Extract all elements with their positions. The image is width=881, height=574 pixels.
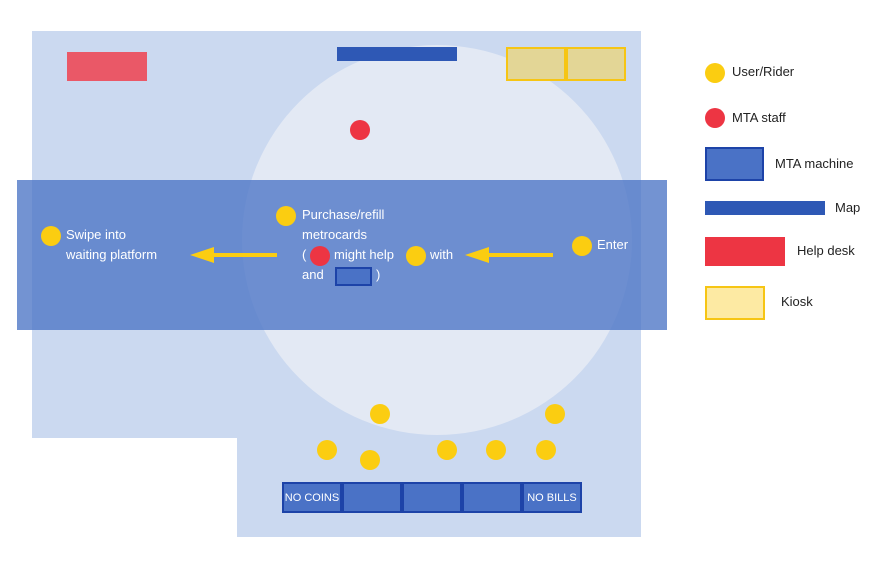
- mta-machine-icon: [335, 267, 372, 286]
- flow-band: [17, 180, 667, 330]
- legend-map-label: Map: [835, 200, 861, 215]
- legend-staff-label: MTA staff: [732, 110, 786, 125]
- legend-staff-swatch: [705, 108, 725, 128]
- swipe-label-line1: Swipe into: [66, 227, 126, 242]
- user-dot: [317, 440, 337, 460]
- user-dot: [486, 440, 506, 460]
- map: [337, 47, 457, 61]
- swipe-label-line2: waiting platform: [66, 247, 158, 262]
- user-dot: [437, 440, 457, 460]
- legend-machine-swatch: [705, 147, 764, 181]
- user-dot: [536, 440, 556, 460]
- arrow-purchase-to-swipe: [190, 247, 277, 263]
- help-desk: [67, 52, 147, 81]
- legend-kiosk-label: Kiosk: [781, 294, 813, 309]
- mta-staff-dot: [310, 246, 330, 266]
- purchase-label-line1: Purchase/refill: [302, 207, 385, 222]
- user-dot: [406, 246, 426, 266]
- help-and-label: and: [302, 267, 324, 282]
- help-with-label: with: [430, 247, 454, 262]
- legend-user-swatch: [705, 63, 725, 83]
- mta-staff-dot: [350, 120, 370, 140]
- enter-label: Enter: [597, 237, 629, 252]
- user-dot: [572, 236, 592, 256]
- legend-help-desk-swatch: [705, 237, 785, 266]
- purchase-label-line2: metrocards: [302, 227, 368, 242]
- mta-machine: [402, 482, 462, 513]
- legend-machine-label: MTA machine: [775, 156, 854, 171]
- user-dot: [41, 226, 61, 246]
- help-might-label: might help: [334, 247, 394, 262]
- help-open-paren: (: [302, 247, 307, 262]
- kiosk: [566, 47, 626, 81]
- mta-machine: [342, 482, 402, 513]
- legend-map-swatch: [705, 201, 825, 215]
- kiosk: [506, 47, 566, 81]
- mta-machine: [462, 482, 522, 513]
- arrow-enter-to-purchase: [465, 247, 553, 263]
- user-dot: [360, 450, 380, 470]
- mta-machine-no-bills: NO BILLS: [522, 482, 582, 513]
- user-dot: [545, 404, 565, 424]
- help-close-paren: ): [376, 267, 381, 282]
- user-dot: [370, 404, 390, 424]
- mta-machine-no-coins: NO COINS: [282, 482, 342, 513]
- legend-user-label: User/Rider: [732, 64, 795, 79]
- legend-help-desk-label: Help desk: [797, 243, 855, 258]
- user-dot: [276, 206, 296, 226]
- legend-kiosk-swatch: [705, 286, 765, 320]
